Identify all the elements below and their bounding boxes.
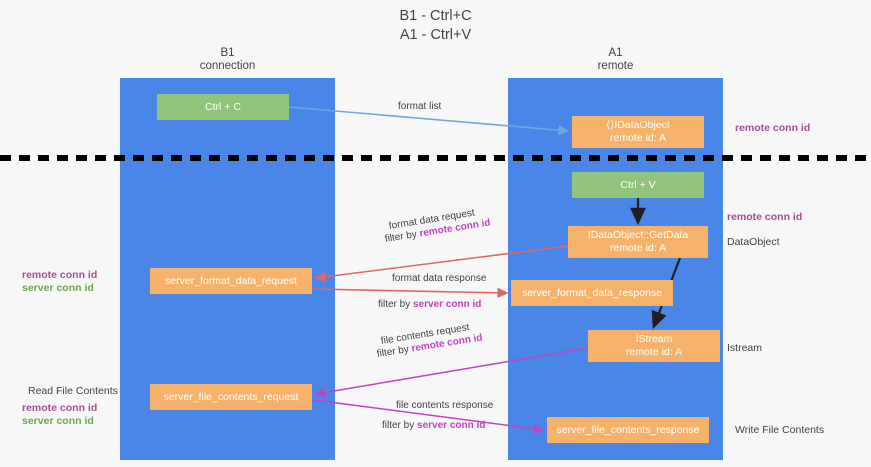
node-istream-remote-id: remote id: A — [625, 346, 683, 358]
annotation-read-file-contents: Read File Contents — [28, 385, 118, 398]
annotation-remote-conn-id-top: remote conn id — [735, 122, 810, 135]
annotation-remote-conn-id-mid-text: remote conn id — [727, 211, 803, 223]
edge-label-file-contents-response-filter: filter by server conn id — [382, 419, 485, 432]
server-conn-id-text-1: server conn id — [413, 299, 482, 310]
edge-label-format-list: format list — [398, 100, 441, 113]
annotation-server-conn-id-left-1: server conn id — [22, 282, 94, 294]
node-getdata-label: IDataObject::GetData — [587, 229, 689, 241]
annotation-conn-ids-mid-left: remote conn id server conn id — [22, 269, 97, 295]
annotation-remote-conn-id-left-1: remote conn id — [22, 269, 98, 281]
annotation-read-file-contents-text: Read File Contents — [28, 385, 118, 397]
node-server-file-contents-request[interactable]: server_file_contents_request — [150, 384, 312, 410]
edge-label-format-data-response-text: format data response — [392, 273, 487, 284]
edge-label-format-data-response: format data response — [392, 272, 487, 285]
node-server-file-contents-response[interactable]: server_file_contents_response — [547, 417, 709, 443]
edge-label-file-contents-response-text: file contents response — [396, 400, 494, 411]
server-conn-id-text-2: server conn id — [417, 420, 486, 431]
node-idataobject-getdata[interactable]: IDataObject::GetData remote id: A — [568, 226, 708, 258]
node-server-file-contents-response-label: server_file_contents_response — [556, 423, 700, 436]
filter-by-text-2: filter by — [378, 299, 414, 310]
node-server-format-data-request[interactable]: server_format_data_request — [150, 268, 312, 294]
node-ctrl-c[interactable]: Ctrl + C — [157, 94, 289, 120]
filter-by-text-4: filter by — [382, 420, 418, 431]
node-ctrl-v-label: Ctrl + V — [620, 178, 656, 191]
node-istream-label: IStream — [635, 333, 673, 345]
annotation-dataobject: DataObject — [727, 236, 780, 249]
lane-header-a1-subtitle: remote — [597, 60, 634, 72]
node-idataobject-label: ⟨⟩IDataObject — [606, 119, 670, 131]
annotation-istream: Istream — [727, 342, 762, 355]
node-ctrl-c-label: Ctrl + C — [205, 100, 241, 113]
node-ctrl-v[interactable]: Ctrl + V — [572, 172, 704, 198]
annotation-server-conn-id-left-2: server conn id — [22, 415, 94, 427]
edge-label-format-list-text: format list — [398, 101, 442, 112]
edge-format-data-response — [312, 287, 509, 298]
lane-header-a1-name: A1 — [608, 47, 623, 59]
annotation-remote-conn-id-top-text: remote conn id — [735, 122, 811, 134]
annotation-conn-ids-bottom-left: remote conn id server conn id — [22, 402, 97, 428]
phase-divider — [0, 155, 871, 161]
node-getdata-remote-id: remote id: A — [609, 242, 667, 254]
annotation-write-file-contents: Write File Contents — [735, 424, 824, 437]
node-idataobject-remote-id: remote id: A — [609, 132, 667, 144]
annotation-dataobject-text: DataObject — [727, 236, 780, 248]
lane-header-b1-subtitle: connection — [199, 60, 256, 72]
lane-header-b1-name: B1 — [220, 47, 235, 59]
annotation-write-file-contents-text: Write File Contents — [735, 424, 825, 436]
node-server-format-data-response-label: server_format_data_response — [521, 286, 663, 299]
annotation-remote-conn-id-left-2: remote conn id — [22, 402, 98, 414]
annotation-istream-text: Istream — [727, 342, 763, 354]
node-server-file-contents-request-label: server_file_contents_request — [163, 390, 299, 403]
title-line-1: B1 - Ctrl+C — [399, 8, 472, 24]
lane-header-b1: B1 connection — [150, 47, 305, 73]
lane-header-a1: A1 remote — [538, 47, 693, 73]
node-istream[interactable]: IStream remote id: A — [588, 330, 720, 362]
edge-label-format-data-response-filter: filter by server conn id — [378, 298, 481, 311]
node-server-format-data-response[interactable]: server_format_data_response — [511, 280, 673, 306]
title-line-2: A1 - Ctrl+V — [399, 27, 472, 43]
node-idataobject[interactable]: ⟨⟩IDataObject remote id: A — [572, 116, 704, 148]
edge-label-file-contents-response: file contents response — [396, 399, 493, 412]
node-server-format-data-request-label: server_format_data_request — [165, 274, 297, 287]
diagram-title: B1 - Ctrl+C A1 - Ctrl+V — [0, 7, 871, 45]
annotation-remote-conn-id-mid: remote conn id — [727, 211, 802, 224]
